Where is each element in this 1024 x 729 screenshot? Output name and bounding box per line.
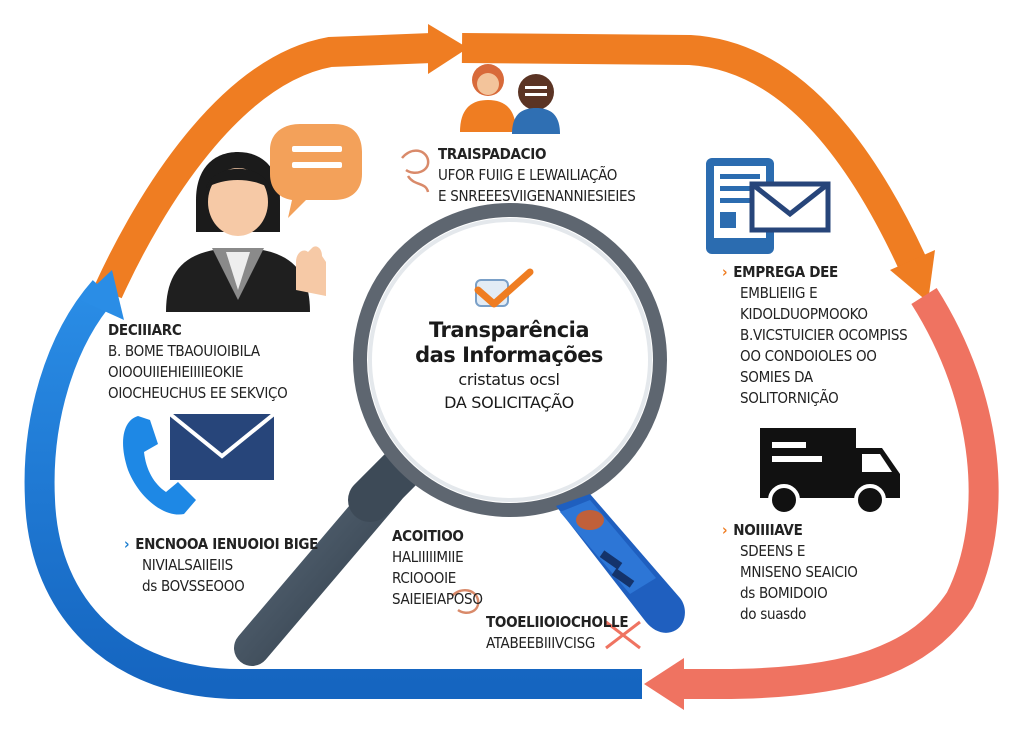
top-text-block: TRAISPADACIO UFOR FUIIG E LEWAILIAÇÃO E … [438,144,636,207]
tablet-envelope-icon [706,158,831,254]
mid-bottom-text-block: ACOITIOO HALIIIIIMIIE RCIOOOIE SAIEIEIAP… [392,526,483,610]
left-line-3: OIOOUIIEHIEIIIIEOKIE [108,363,244,381]
speech-bubble-icon [270,124,362,218]
checkmark-icon [474,268,534,308]
right-top-line-5: OO CONDOIOLES OO [740,347,877,365]
doodle-top-left [401,149,430,193]
left-bottom-line-1: ENCNOOA IENUOIOI BIGE [135,535,319,553]
orange-arrow-top-left [94,24,468,299]
right-top-line-7: SOLITORNIÇÃO [740,389,839,407]
right-bottom-text-block: › NOIIIIAVE SDEENS E MNISENO SEAICIO ds B… [722,520,858,625]
right-bottom-line-1: NOIIIIAVE [733,521,803,539]
chevron-right-icon: › [124,535,130,553]
left-bottom-text-block: › ENCNOOA IENUOIOI BIGE NIVIALSAIIEIIS ds… [124,534,318,597]
top-line-2: UFOR FUIIG E LEWAILIAÇÃO [438,166,618,184]
left-line-4: OIOCHEUCHUS EE SEKVIÇO [108,384,288,402]
right-top-text-block: ›EMPREGA DEE EMBLIEIIG E KIDOLDUOPMOOKO … [722,262,908,409]
left-line-2: B. BOME TBAOUIOIBILA [108,342,260,360]
woman-icon [166,152,326,312]
salmon-arrow-right [644,287,999,710]
mid-bottom-line-3: RCIOOOIE [392,569,456,587]
envelope-icon [168,412,276,480]
phone-icon [123,416,196,515]
center-line-4: DA SOLICITAÇÃO [444,393,574,412]
mid-bottom-line-1: ACOITIOO [392,527,464,545]
left-bottom-line-2: NIVIALSAIIEIIS [142,556,233,574]
doodle-bottom-center [451,588,641,650]
left-line-1: DECIIIARC [108,321,182,339]
truck-icon [760,428,900,516]
orange-arrow-top-right [461,33,935,302]
right-bottom-line-5: do suasdo [740,605,807,623]
center-label: Transparência das Informações cristatus … [404,318,614,414]
right-top-line-3: KIDOLDUOPMOOKO [740,305,868,323]
people-icon [460,64,560,134]
top-line-1: TRAISPADACIO [438,145,547,163]
left-text-block: DECIIIARC B. BOME TBAOUIOIBILA OIOOUIIEH… [108,320,288,404]
bottom-right-text-block: TOOELIIOIOCHOLLE ATABEEBIIIVCISG [486,612,629,654]
chevron-right-icon: › [722,263,728,281]
right-top-line-4: B.VICSTUICIER OCOMPISS [740,326,908,344]
top-line-3: E SNREEESVIIGENANNIESIEIES [438,187,636,205]
chevron-right-icon: › [722,521,728,539]
right-top-line-1: EMPREGA DEE [733,263,838,281]
right-top-line-6: SOMIES DA [740,368,813,386]
bottom-right-line-2: ATABEEBIIIVCISG [486,634,596,652]
left-bottom-line-3: ds BOVSSEOOO [142,577,245,595]
right-bottom-line-2: SDEENS E [740,542,806,560]
tool-icon [556,494,685,633]
mid-bottom-line-4: SAIEIEIAPOSO [392,590,483,608]
magnifier-icon [234,203,667,666]
center-line-2: das Informações [415,343,603,367]
bottom-right-line-1: TOOELIIOIOCHOLLE [486,613,629,631]
right-top-line-2: EMBLIEIIG E [740,284,818,302]
right-bottom-line-3: MNISENO SEAICIO [740,563,858,581]
mid-bottom-line-2: HALIIIIIMIIE [392,548,464,566]
right-bottom-line-4: ds BOMIDOIO [740,584,828,602]
blue-arrow-left [24,270,642,699]
center-line-3: cristatus ocsl [458,370,560,389]
center-line-1: Transparência [428,318,590,342]
